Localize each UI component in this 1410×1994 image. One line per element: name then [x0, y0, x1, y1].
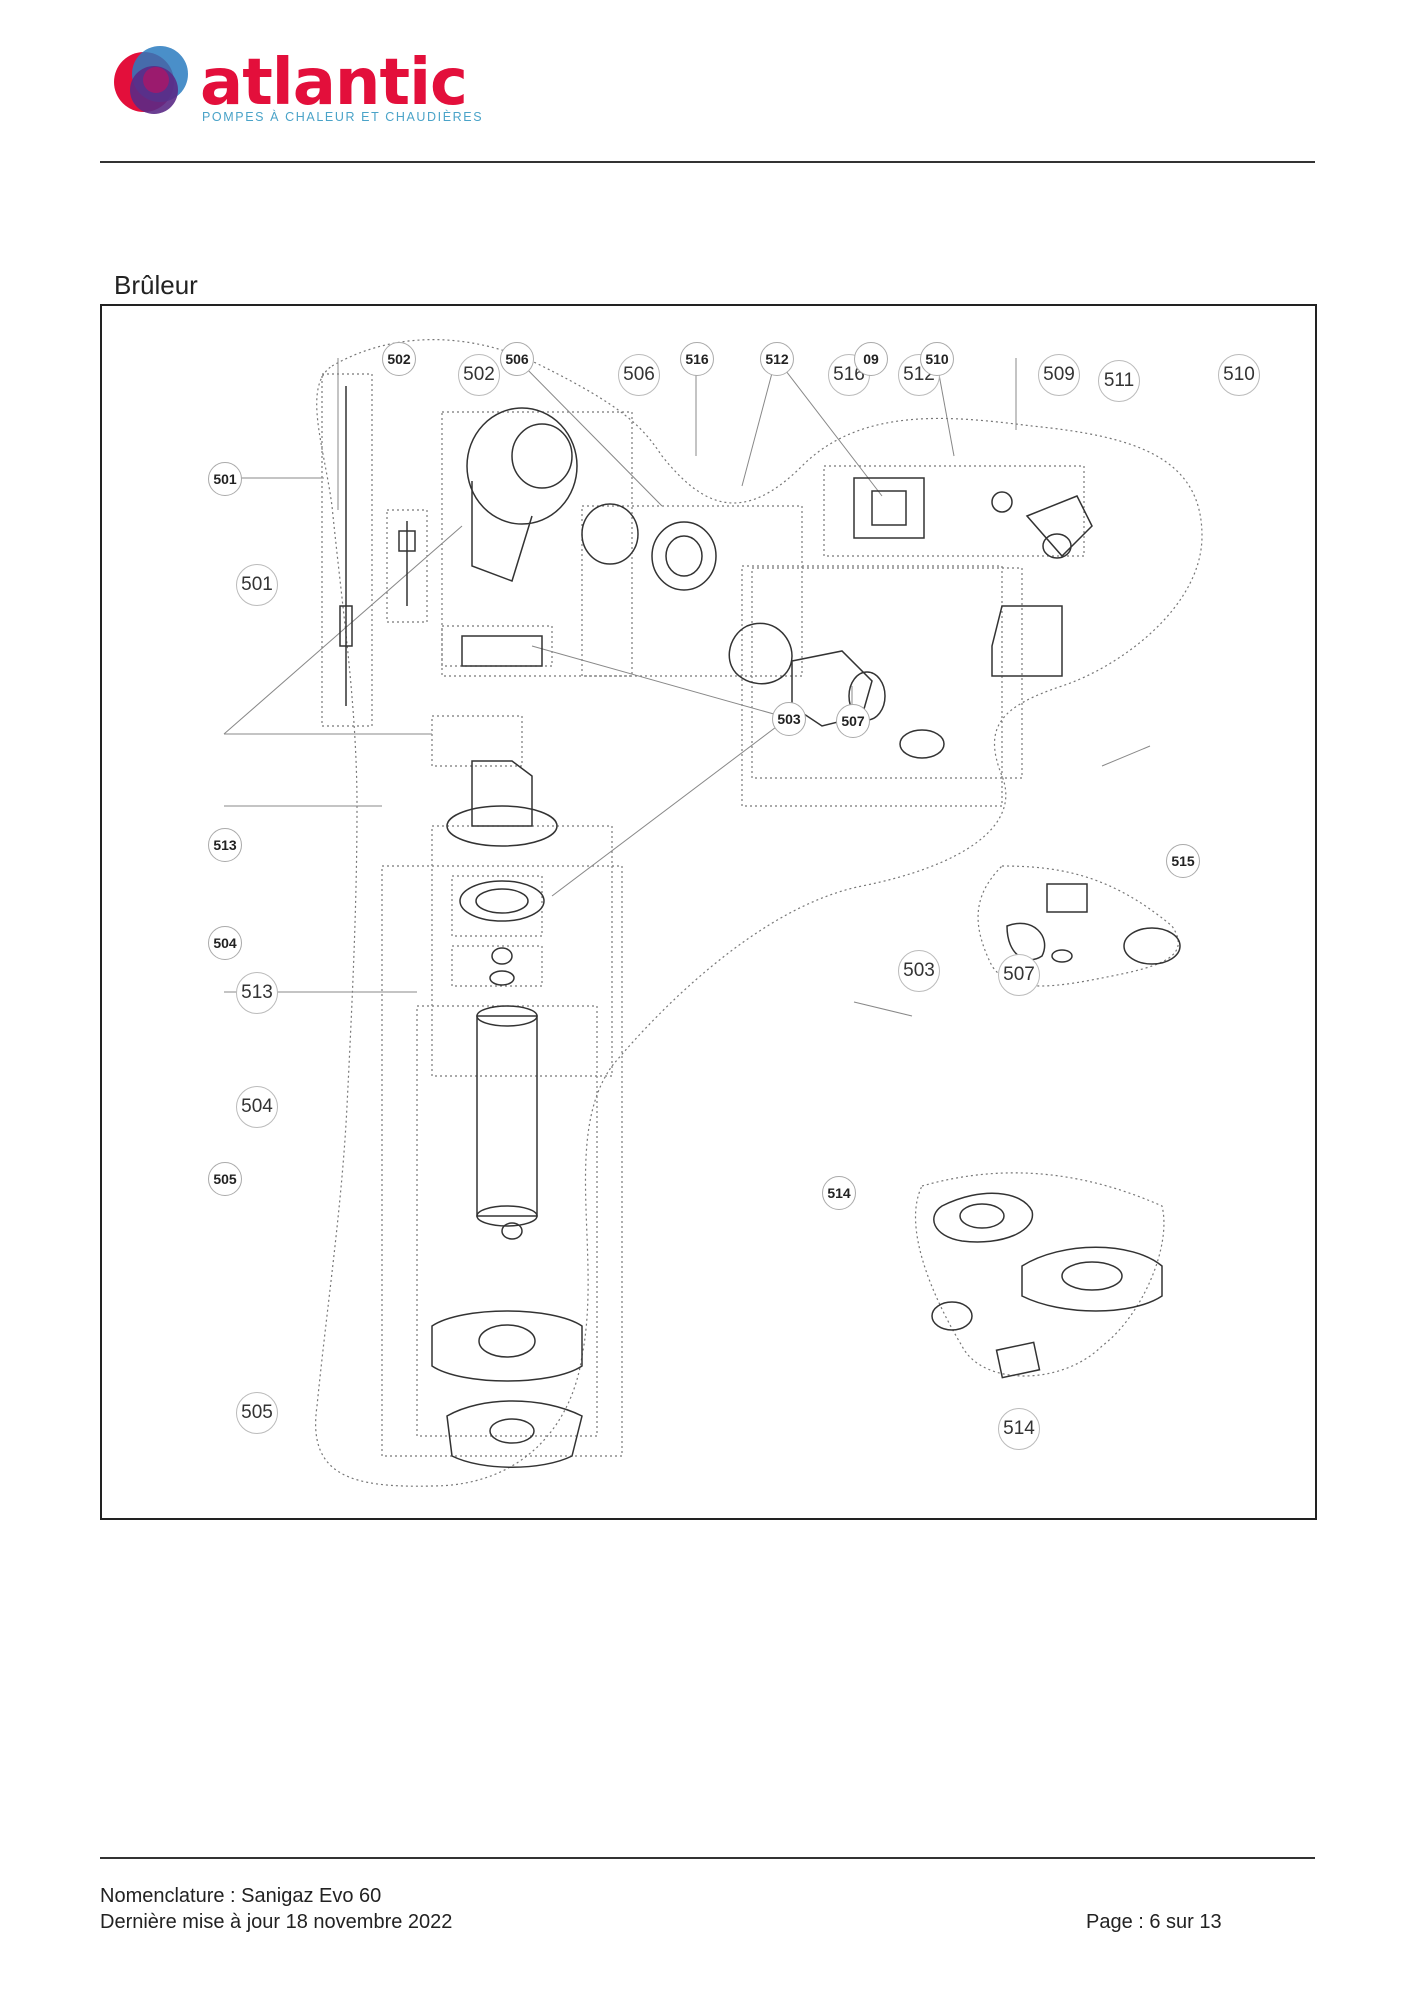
callout-506: 506: [618, 354, 660, 396]
callout-514: 514: [998, 1408, 1040, 1450]
tag-505: 505: [208, 1162, 242, 1196]
section-title: Brûleur: [114, 270, 198, 300]
diagram-drawing: [223, 339, 1203, 1487]
callout-511: 511: [1098, 360, 1140, 402]
header-divider: [100, 161, 1315, 163]
callout-501: 501: [236, 564, 278, 606]
tag-502: 502: [382, 342, 416, 376]
brand-tagline: POMPES À CHALEUR ET CHAUDIÈRES: [202, 110, 484, 124]
tag-506: 506: [500, 342, 534, 376]
tag-504: 504: [208, 926, 242, 960]
callout-507: 507: [998, 954, 1040, 996]
footer-page-number: Page : 6 sur 13: [1086, 1911, 1222, 1933]
callout-505: 505: [236, 1392, 278, 1434]
footer-nomenclature: Nomenclature : Sanigaz Evo 60: [100, 1885, 382, 1907]
callout-502: 502: [458, 354, 500, 396]
callout-509: 509: [1038, 354, 1080, 396]
tag-503: 503: [772, 702, 806, 736]
tag-510: 510: [920, 342, 954, 376]
tag-516: 516: [680, 342, 714, 376]
footer-updated: Dernière mise à jour 18 novembre 2022: [100, 1911, 453, 1933]
callout-503: 503: [898, 950, 940, 992]
tag-501: 501: [208, 462, 242, 496]
tag-509: 09: [854, 342, 888, 376]
brand-name: atlantic: [200, 46, 468, 120]
exploded-view-diagram: 501 502 506 516 512 509 511 510 513 504 …: [100, 304, 1317, 1520]
footer-divider: [100, 1857, 1315, 1859]
callout-504: 504: [236, 1086, 278, 1128]
tag-513: 513: [208, 828, 242, 862]
callout-510: 510: [1218, 354, 1260, 396]
logo-icon: [114, 46, 188, 114]
callout-513: 513: [236, 972, 278, 1014]
tag-514: 514: [822, 1176, 856, 1210]
tag-515: 515: [1166, 844, 1200, 878]
tag-507: 507: [836, 704, 870, 738]
tag-512: 512: [760, 342, 794, 376]
brand-logo: atlantic POMPES À CHALEUR ET CHAUDIÈRES: [110, 38, 490, 133]
